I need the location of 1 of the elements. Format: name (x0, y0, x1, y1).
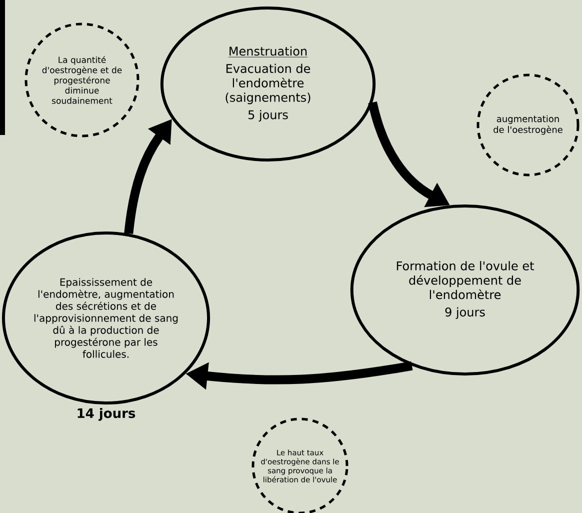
duration-label: 14 jours (78, 408, 136, 421)
